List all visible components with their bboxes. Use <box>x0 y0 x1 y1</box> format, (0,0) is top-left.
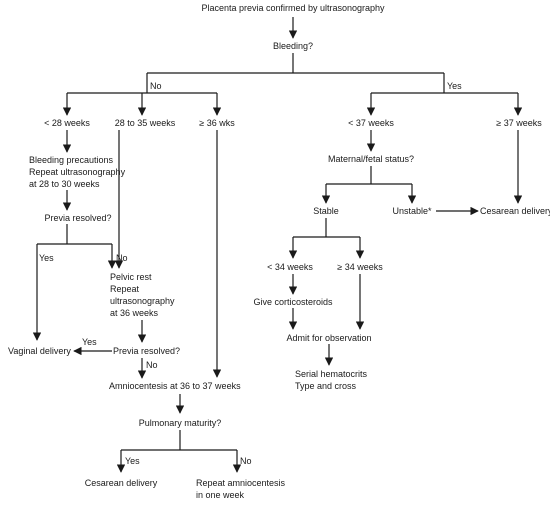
node-repeat-us-36-line2: ultrasonography <box>110 296 175 306</box>
node-bleeding: Bleeding? <box>273 41 313 51</box>
node-stable: Stable <box>313 206 339 216</box>
node-pelvic-rest: Pelvic rest <box>110 272 152 282</box>
node-repeat-amnio-line1: Repeat amniocentesis <box>196 478 286 488</box>
node-repeat-us-36-line1: Repeat <box>110 284 140 294</box>
node-amniocentesis: Amniocentesis at 36 to 37 weeks <box>109 381 241 391</box>
node-cesarean-delivery-right: Cesarean delivery <box>480 206 550 216</box>
node-repeat-us-36-line3: at 36 weeks <box>110 308 159 318</box>
node-previa-resolved-1: Previa resolved? <box>44 213 111 223</box>
label-bleeding-no: No <box>150 81 162 91</box>
node-previa-resolved-2: Previa resolved? <box>113 346 180 356</box>
node-ge36: ≥ 36 wks <box>199 118 235 128</box>
label-resolved1-yes: Yes <box>39 253 54 263</box>
node-cesarean-delivery-left: Cesarean delivery <box>85 478 158 488</box>
node-28to35: 28 to 35 weeks <box>115 118 176 128</box>
node-repeat-amnio-line2: in one week <box>196 490 245 500</box>
node-root: Placenta previa confirmed by ultrasonogr… <box>201 3 385 13</box>
node-pulmonary-maturity: Pulmonary maturity? <box>139 418 222 428</box>
node-repeat-us-28-30-line1: Repeat ultrasonography <box>29 167 126 177</box>
node-type-cross: Type and cross <box>295 381 357 391</box>
node-bleeding-precautions: Bleeding precautions <box>29 155 114 165</box>
node-corticosteroids: Give corticosteroids <box>253 297 333 307</box>
node-ge37: ≥ 37 weeks <box>496 118 542 128</box>
node-admit: Admit for observation <box>286 333 371 343</box>
node-lt34: < 34 weeks <box>267 262 313 272</box>
node-repeat-us-28-30-line2: at 28 to 30 weeks <box>29 179 100 189</box>
label-bleeding-yes: Yes <box>447 81 462 91</box>
label-resolved1-no: No <box>116 253 128 263</box>
label-resolved2-no: No <box>146 360 158 370</box>
label-maturity-no: No <box>240 456 252 466</box>
node-maternal-fetal-status: Maternal/fetal status? <box>328 154 414 164</box>
node-lt37: < 37 weeks <box>348 118 394 128</box>
connectors <box>32 17 523 473</box>
label-resolved2-yes: Yes <box>82 337 97 347</box>
node-ge34: ≥ 34 weeks <box>337 262 383 272</box>
node-lt28: < 28 weeks <box>44 118 90 128</box>
node-unstable: Unstable* <box>392 206 432 216</box>
node-hematocrits: Serial hematocrits <box>295 369 368 379</box>
node-vaginal-delivery: Vaginal delivery <box>8 346 71 356</box>
nodes: Placenta previa confirmed by ultrasonogr… <box>8 3 550 500</box>
label-maturity-yes: Yes <box>125 456 140 466</box>
edge-labels: No Yes Yes No Yes No Yes No <box>39 81 462 466</box>
